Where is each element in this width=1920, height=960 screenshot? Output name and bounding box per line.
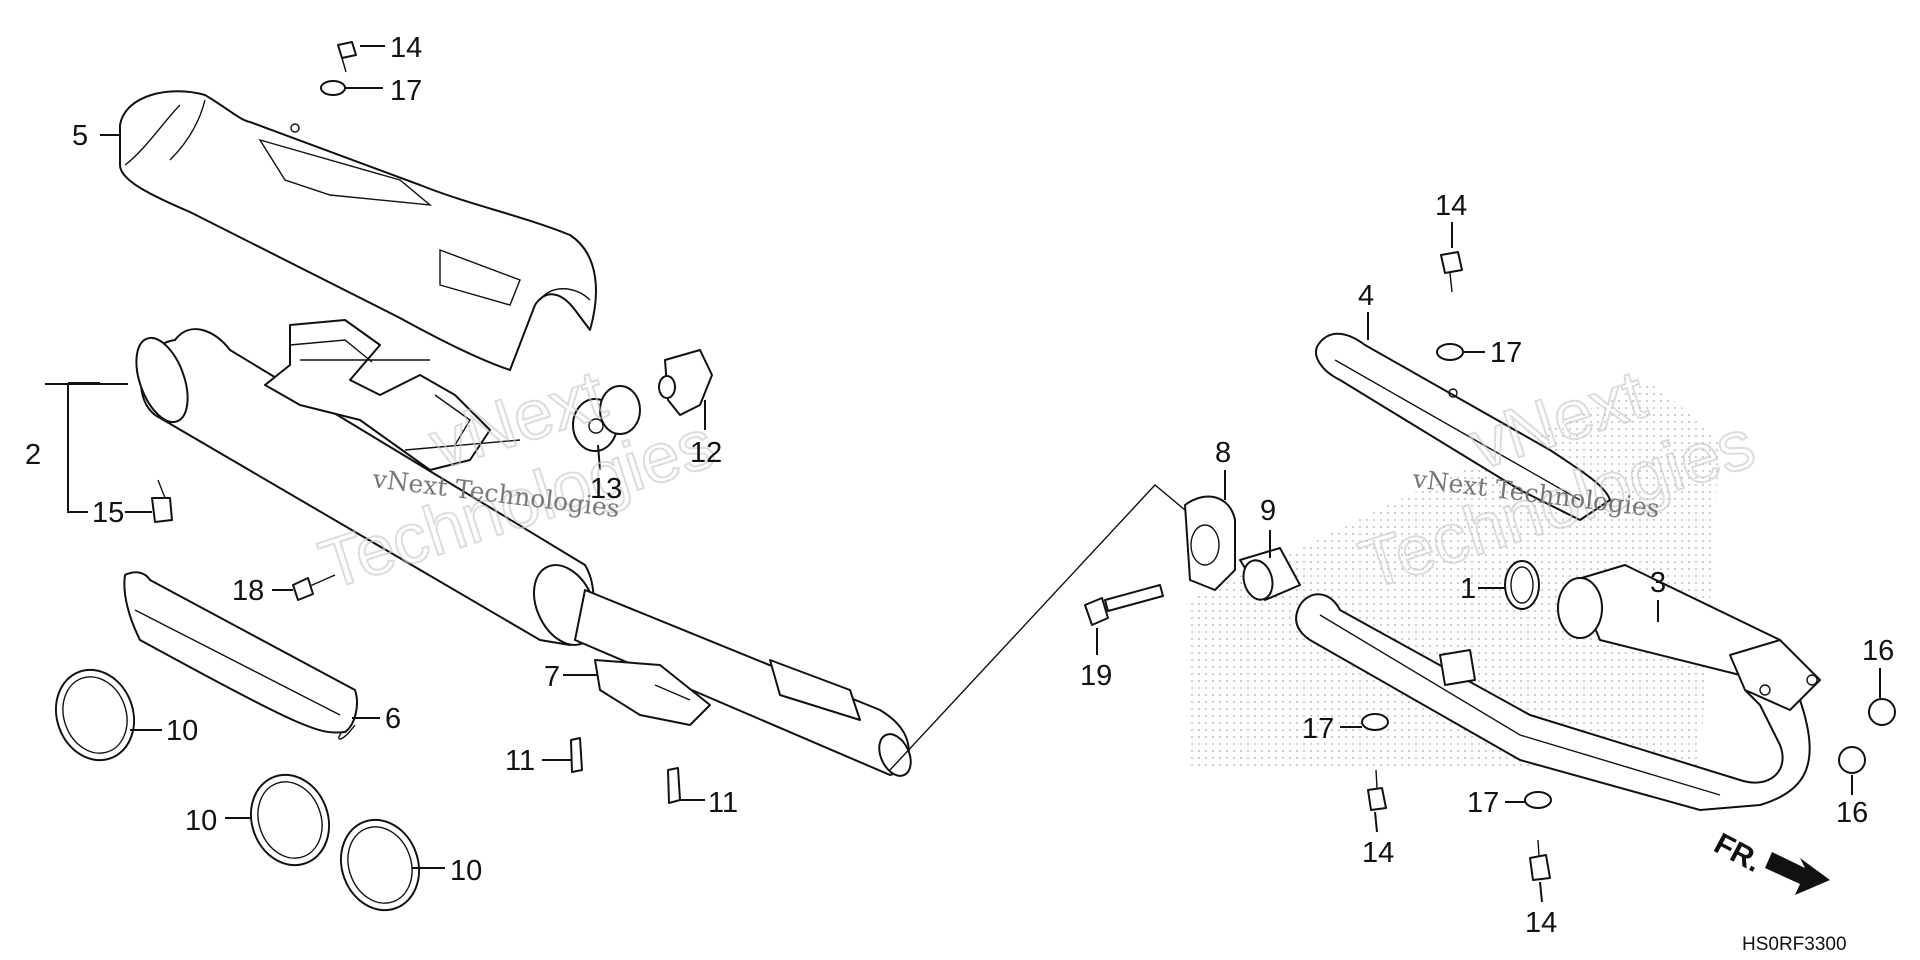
part-10-bands [54, 668, 421, 912]
callout-15: 15 [92, 497, 124, 529]
callout-17-mid: 17 [1490, 337, 1522, 369]
callout-10-a: 10 [166, 715, 198, 747]
callout-17-r: 17 [1467, 787, 1499, 819]
callout-1: 1 [1460, 573, 1476, 605]
callout-12: 12 [690, 437, 722, 469]
part-3-exhaust-pipe [1295, 564, 1821, 811]
callout-4: 4 [1358, 280, 1374, 312]
part-4-exhaust-pipe-protector [1315, 332, 1611, 521]
part-code: HS0RF3300 [1742, 934, 1847, 955]
callout-labels: 14 17 5 2 15 13 12 18 6 7 10 10 10 11 11… [25, 32, 1894, 939]
callout-19: 19 [1080, 660, 1112, 692]
leader-lines [45, 45, 1881, 903]
part-5-muffler-protector [119, 90, 597, 371]
callout-10-b: 10 [185, 805, 217, 837]
callout-11-b: 11 [708, 787, 738, 819]
callout-17-top: 17 [390, 75, 422, 107]
callout-14-top: 14 [390, 32, 422, 64]
callout-9: 9 [1260, 495, 1276, 527]
callout-13: 13 [590, 473, 622, 505]
callout-5: 5 [72, 120, 88, 152]
front-arrow-icon [1765, 852, 1830, 895]
small-parts-left [151, 41, 713, 804]
callout-3: 3 [1650, 567, 1666, 599]
callout-17-l: 17 [1302, 713, 1334, 745]
callout-14-br: 14 [1525, 907, 1557, 939]
small-parts-right [1084, 251, 1896, 881]
callout-14-bl: 14 [1362, 837, 1394, 869]
front-direction-indicator: FR. [1709, 827, 1830, 895]
callout-14-mid: 14 [1435, 190, 1467, 222]
callout-16-b: 16 [1836, 797, 1868, 829]
direction-label: FR. [1709, 827, 1767, 879]
callout-10-c: 10 [450, 855, 482, 887]
part-6-protector [123, 571, 358, 740]
callout-16-a: 16 [1862, 635, 1894, 667]
part-2-muffler [135, 319, 912, 777]
callout-7: 7 [544, 661, 560, 693]
callout-8: 8 [1215, 437, 1231, 469]
callout-2: 2 [25, 439, 41, 471]
callout-6: 6 [385, 703, 401, 735]
callout-11-a: 11 [505, 745, 535, 777]
callout-18: 18 [232, 575, 264, 607]
